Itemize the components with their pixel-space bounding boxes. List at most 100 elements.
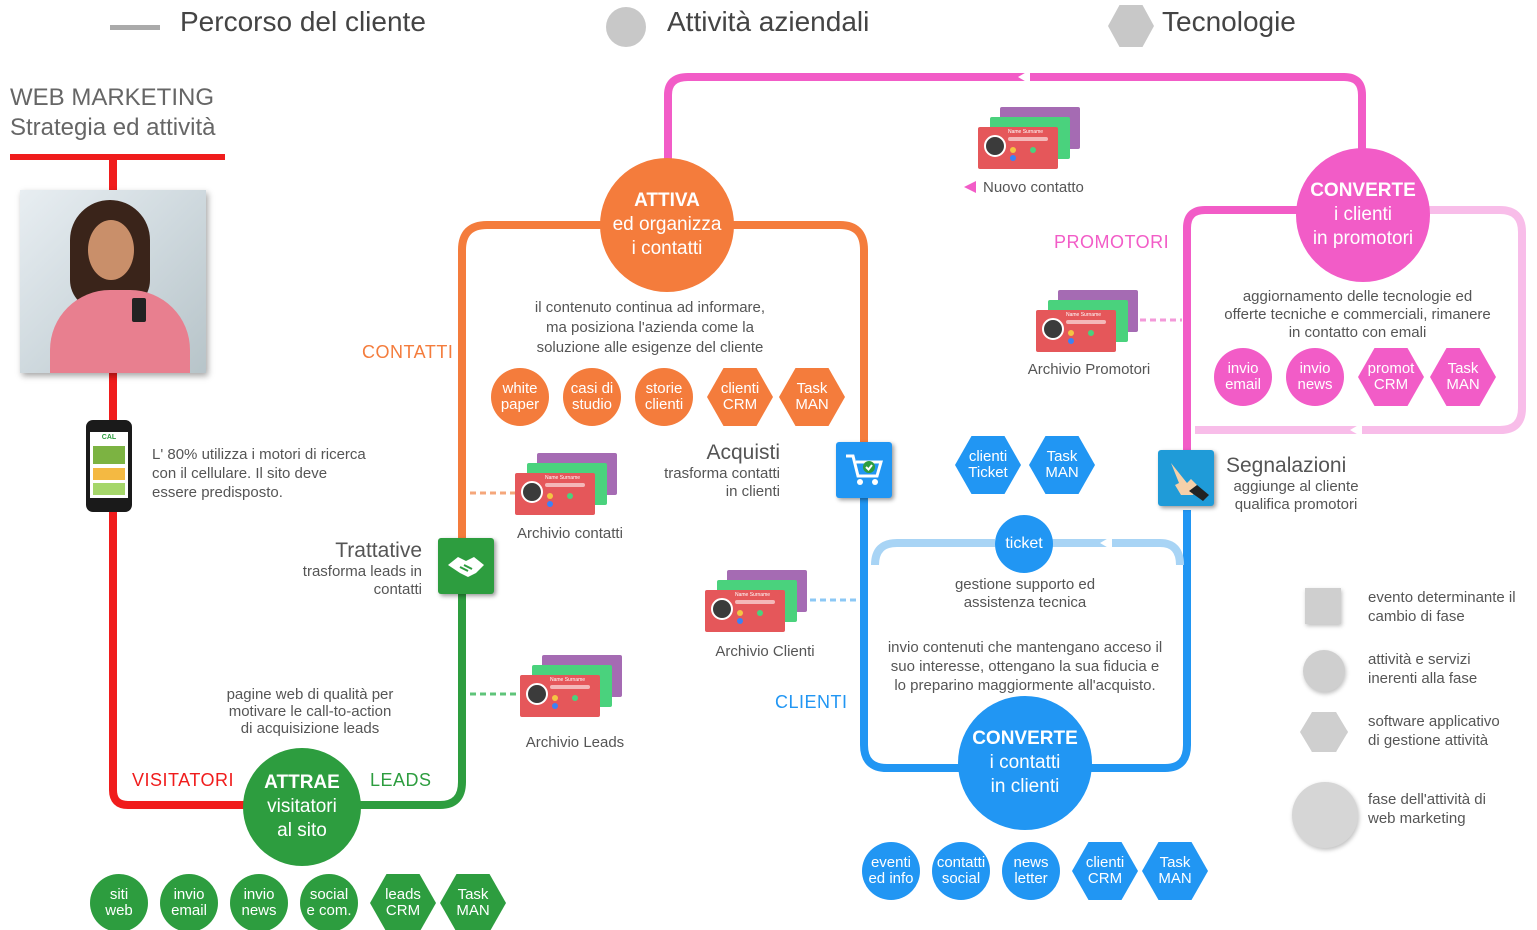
ticket-circle: ticket: [995, 515, 1053, 573]
card-name-line: [545, 483, 585, 487]
phase-converte-promotori: CONVERTE i clienti in promotori: [1296, 148, 1430, 282]
phase-converte-clienti-sub1: i contatti: [989, 752, 1061, 773]
phase-converte-promotori-sub1: i clienti: [1333, 204, 1393, 225]
phase-attiva-title: ATTIVA: [634, 190, 700, 211]
event-acquisti: Acquisti trasforma contatti in clienti: [640, 441, 780, 501]
card-name: Name Surname: [1066, 312, 1102, 318]
avatar-icon: [526, 683, 548, 705]
event-trattative-title: Trattative: [335, 539, 422, 562]
woman-photo: [20, 190, 206, 373]
card-name: Name Surname: [735, 592, 771, 598]
phase-converte-promotori-title: CONVERTE: [1310, 180, 1416, 201]
card-dot: [1088, 330, 1094, 336]
card-dot: [547, 501, 553, 507]
archive-leads-cards: Name Surname: [520, 655, 625, 725]
card-dot: [1068, 338, 1074, 344]
avatar-icon: [984, 135, 1006, 157]
stage-label-leads: LEADS: [370, 770, 432, 790]
card-name: Name Surname: [550, 677, 586, 683]
converte-clienti-description: invio contenuti che mantengano acceso il…: [887, 639, 1163, 694]
archive-promotori-label: Archivio Promotori: [1027, 361, 1151, 378]
archive-clienti-label: Archivio Clienti: [715, 643, 815, 660]
arrow-left-icon: [964, 181, 976, 193]
hexagon-sample-icon: [1300, 712, 1348, 752]
phase-attiva-sub1: ed organizza: [612, 214, 722, 235]
card-dot: [552, 695, 558, 701]
card-dot: [547, 493, 553, 499]
card-name-line: [735, 600, 775, 604]
phase-attrae: ATTRAE visitatori al sito: [243, 748, 361, 866]
phase-converte-clienti-sub2: in clienti: [990, 776, 1060, 797]
stage-label-promotori: PROMOTORI: [1054, 232, 1170, 252]
legend-activities-label: Attività aziendali: [667, 6, 870, 37]
archive-nuovo-label: Nuovo contatto: [983, 179, 1084, 196]
archive-contatti-label: Archivio contatti: [517, 525, 623, 542]
avatar-icon: [1042, 318, 1064, 340]
phase-converte-clienti: CONVERTE i contatti in clienti: [958, 696, 1092, 830]
card-dot: [1030, 147, 1036, 153]
ticket-label: ticket: [1005, 535, 1043, 552]
phase-attiva: ATTIVA ed organizza i contatti: [600, 158, 734, 292]
card-name-line: [1066, 320, 1106, 324]
circle-sample-icon: [606, 7, 646, 47]
phase-attiva-sub2: i contatti: [631, 238, 703, 259]
event-acquisti-title: Acquisti: [706, 441, 780, 464]
card-dot: [737, 618, 743, 624]
phase-converte-clienti-title: CONVERTE: [972, 728, 1078, 749]
event-trattative: Trattative trasforma leads in contatti: [270, 539, 422, 599]
card-dot: [1010, 155, 1016, 161]
archive-clienti-cards: Name Surname: [705, 570, 810, 640]
card-dot: [757, 610, 763, 616]
page-title: WEB MARKETING: [10, 84, 215, 111]
stage-label-contatti: CONTATTI: [362, 342, 454, 362]
event-segnalazioni-title: Segnalazioni: [1226, 454, 1347, 477]
phase-converte-promotori-sub2: in promotori: [1312, 228, 1414, 249]
handshake-icon: [438, 538, 494, 594]
card-name: Name Surname: [545, 475, 581, 481]
smartphone-icon: CAL: [86, 420, 132, 512]
card-dot: [572, 695, 578, 701]
archive-nuovo-cards: Name Surname: [978, 107, 1083, 177]
card-dot: [552, 703, 558, 709]
avatar-icon: [521, 481, 543, 503]
phase-attrae-sub1: visitatori: [267, 796, 337, 817]
phase-attrae-title: ATTRAE: [264, 772, 340, 793]
page-subtitle: Strategia ed attività: [10, 114, 216, 141]
